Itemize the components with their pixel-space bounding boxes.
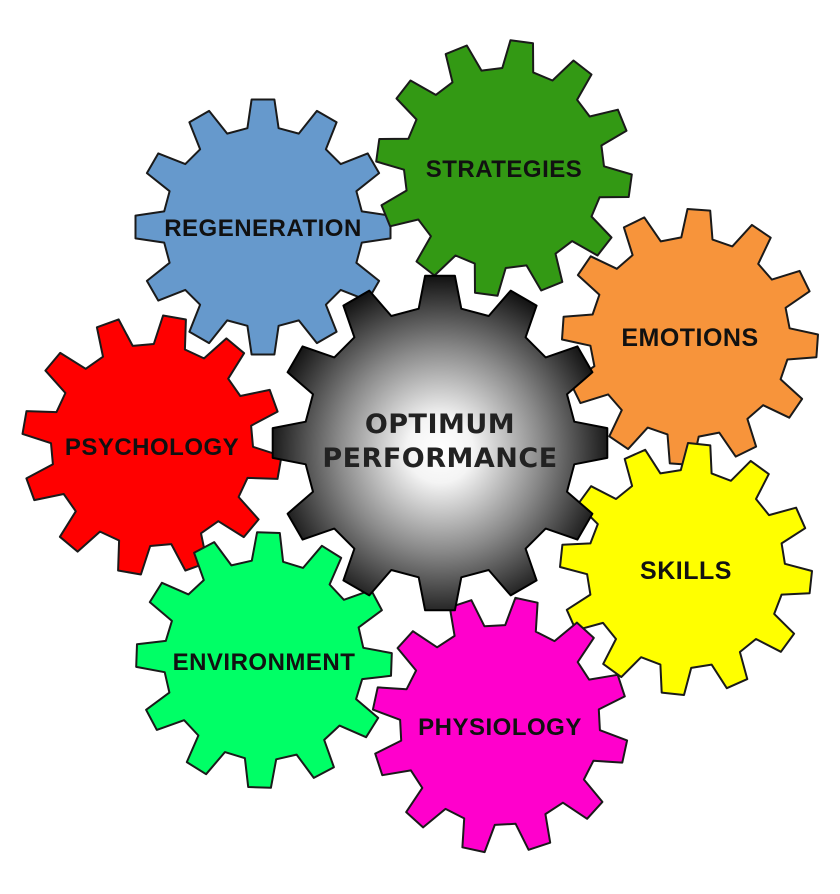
- strategies-label: STRATEGIES: [426, 156, 583, 183]
- gear-skills: SKILLS: [559, 442, 813, 696]
- center-gear-shape: [271, 274, 609, 612]
- skills-gear-shape: [559, 442, 813, 696]
- emotions-gear-shape: [561, 208, 819, 466]
- emotions-label: EMOTIONS: [621, 324, 758, 352]
- gear-regeneration: REGENERATION: [134, 98, 392, 356]
- physiology-label: PHYSIOLOGY: [418, 714, 582, 741]
- physiology-gear-shape: [371, 596, 629, 854]
- environment-gear-shape: [135, 531, 393, 789]
- psychology-label: PSYCHOLOGY: [65, 434, 239, 461]
- regeneration-gear-shape: [134, 98, 392, 356]
- center-label-line2: PERFORMANCE: [322, 443, 557, 474]
- skills-label: SKILLS: [640, 557, 732, 585]
- gear-psychology: PSYCHOLOGY: [21, 314, 283, 576]
- regeneration-label: REGENERATION: [164, 215, 362, 242]
- gear-strategies: STRATEGIES: [375, 39, 633, 297]
- gear-emotions: EMOTIONS: [561, 208, 819, 466]
- gear-environment: ENVIRONMENT: [135, 531, 393, 789]
- gear-physiology: PHYSIOLOGY: [371, 596, 629, 854]
- gear-optimum-performance: OPTIMUM PERFORMANCE: [271, 274, 609, 612]
- strategies-gear-shape: [375, 39, 633, 297]
- environment-label: ENVIRONMENT: [173, 649, 356, 676]
- psychology-gear-shape: [21, 314, 283, 576]
- center-label-line1: OPTIMUM: [365, 409, 515, 440]
